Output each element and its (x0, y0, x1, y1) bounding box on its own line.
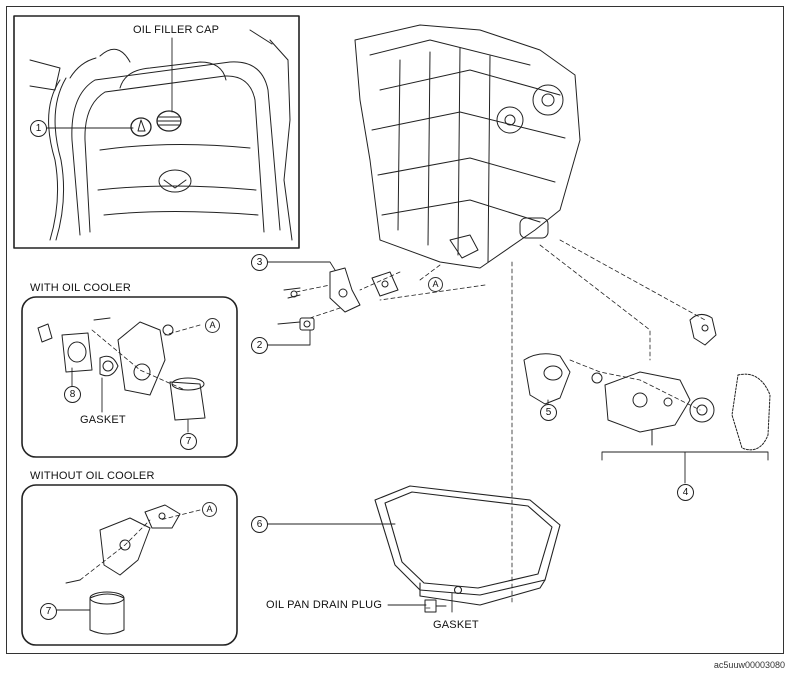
leader-lines (44, 37, 769, 613)
with-oil-cooler-label: WITH OIL COOLER (30, 282, 131, 294)
callout-7-without-cooler: 7 (40, 603, 57, 620)
oil-pressure-sensor-drawing (277, 267, 399, 331)
ref-mark-a-with-cooler: A (205, 318, 220, 333)
figure-code: ac5uuw00003080 (713, 660, 785, 670)
oil-cooler-parts-drawing (37, 317, 206, 421)
callout-3: 3 (251, 254, 268, 271)
callout-6: 6 (251, 516, 268, 533)
drain-plug-gasket-label: GASKET (433, 619, 479, 631)
oil-pump-assembly-drawing (523, 314, 771, 451)
oil-filler-cap-label: OIL FILLER CAP (133, 24, 220, 36)
diagram-frame (6, 6, 784, 654)
callout-5: 5 (540, 404, 557, 421)
dashed-reference-lines (79, 239, 706, 609)
oil-pan-drain-plug-label: OIL PAN DRAIN PLUG (266, 599, 383, 611)
ref-mark-a-engine: A (428, 277, 443, 292)
without-oil-cooler-inset-box (21, 484, 238, 646)
ref-mark-a-without-cooler: A (202, 502, 217, 517)
callout-4: 4 (677, 484, 694, 501)
oil-pan-drawing (374, 485, 561, 606)
filter-bracket-parts-drawing (65, 504, 181, 635)
callout-1: 1 (30, 120, 47, 137)
callout-7-with-cooler: 7 (180, 433, 197, 450)
engine-block-drawing (354, 24, 581, 269)
drain-plug-drawing (424, 599, 447, 613)
oil-filler-inset-box (13, 15, 300, 249)
oil-cooler-gasket-label: GASKET (80, 414, 126, 426)
callout-8: 8 (64, 386, 81, 403)
with-oil-cooler-inset-box (21, 296, 238, 458)
engine-cover-drawing (29, 29, 293, 241)
callout-2: 2 (251, 337, 268, 354)
without-oil-cooler-label: WITHOUT OIL COOLER (30, 470, 155, 482)
